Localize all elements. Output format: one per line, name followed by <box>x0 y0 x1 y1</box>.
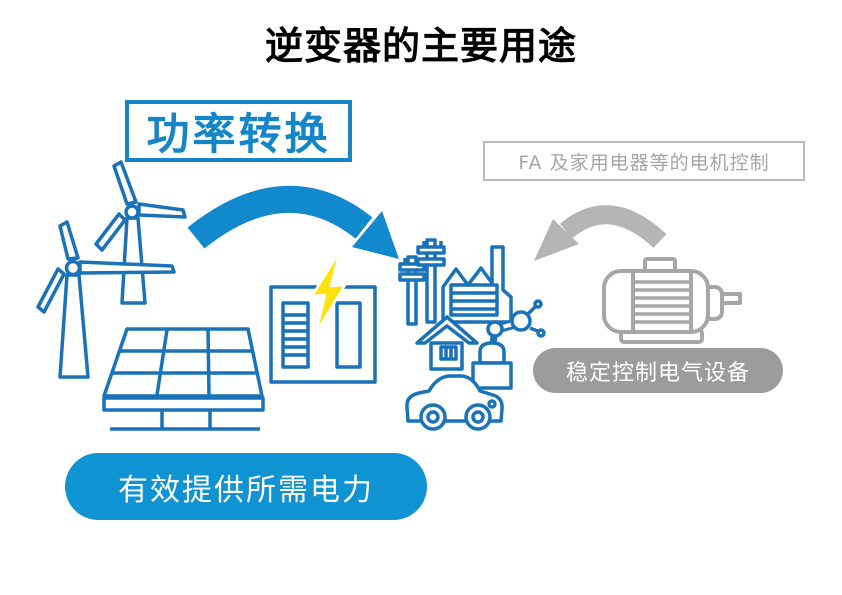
wind-turbine-icon <box>36 220 176 379</box>
turbine-blade-icon <box>112 160 138 206</box>
power-conversion-label-box: 功率转换 <box>125 100 352 162</box>
power-conversion-label: 功率转换 <box>146 110 331 160</box>
robot-base <box>471 361 513 390</box>
factory-icon <box>441 245 513 324</box>
solar-panel-frame <box>102 396 265 412</box>
car-wheel <box>464 403 492 431</box>
turbine-tower <box>58 273 90 379</box>
solar-panel-grid <box>112 329 257 396</box>
stable-control-badge-label: 稳定控制电气设备 <box>565 360 750 386</box>
turbine-blade-icon <box>36 267 66 314</box>
pole-crossarm <box>398 272 426 282</box>
house-window <box>439 345 458 361</box>
robot-shoulder-joint <box>486 320 504 338</box>
car-icon <box>405 374 504 431</box>
factory-door-slats <box>452 291 496 311</box>
house-roof <box>415 315 479 345</box>
turbine-tower <box>120 216 147 305</box>
house-icon <box>415 315 479 371</box>
robot-gripper-hub <box>510 310 532 332</box>
power-supply-badge: 有效提供所需电力 <box>65 453 427 520</box>
gray-flow-arrow-icon <box>534 205 667 261</box>
stable-control-badge: 稳定控制电气设备 <box>533 348 783 393</box>
turbine-blade-icon <box>94 212 127 252</box>
motor-fins <box>633 280 691 324</box>
robot-finger-tip <box>536 328 546 338</box>
car-wheel <box>419 403 447 431</box>
electric-motor-icon <box>602 257 742 344</box>
car-wheel-hub <box>471 410 485 424</box>
robot-arm-icon <box>471 299 546 390</box>
solar-panel-face <box>102 327 264 398</box>
robot-finger-tip <box>533 299 543 309</box>
solar-panel-icon <box>102 327 265 431</box>
inverter-icon <box>269 249 377 384</box>
turbine-hub <box>64 259 82 277</box>
blue-arrow-head <box>352 211 399 259</box>
inverter-vent-slats <box>284 313 307 357</box>
page-title: 逆变器的主要用途 <box>264 23 577 68</box>
pole-mast <box>406 255 418 326</box>
gray-arrow-shaft <box>559 205 667 249</box>
pole-crossarm <box>416 245 446 255</box>
turbine-blade-icon <box>137 202 187 219</box>
turbine-hub <box>124 204 140 220</box>
pole-mast <box>425 238 437 324</box>
blue-flow-arrow-icon <box>187 185 399 259</box>
blue-arrow-shaft <box>187 185 373 249</box>
car-wheel-hub <box>426 410 440 424</box>
lightning-icon <box>310 249 347 335</box>
motor-control-label: FA 及家用电器等的电机控制 <box>518 151 770 174</box>
motor-body <box>602 269 710 334</box>
house-window-mullions <box>444 348 453 358</box>
motor-control-label-box: FA 及家用电器等的电机控制 <box>483 141 805 181</box>
solar-panel-legs <box>110 410 260 431</box>
gray-arrow-head <box>534 219 579 261</box>
wind-turbine-icon <box>94 160 187 305</box>
factory-door <box>449 283 499 317</box>
turbine-blade-icon <box>78 260 176 275</box>
pole-crossarm <box>398 262 426 272</box>
inverter-door-panel <box>335 301 362 369</box>
inverter-vent-panel <box>281 301 310 369</box>
turbine-blade-icon <box>58 220 80 261</box>
robot-body <box>478 341 506 365</box>
power-pole-icon <box>398 238 446 326</box>
power-supply-badge-label: 有效提供所需电力 <box>118 472 374 508</box>
car-headlight <box>487 399 497 409</box>
pole-crossarm <box>416 257 446 267</box>
